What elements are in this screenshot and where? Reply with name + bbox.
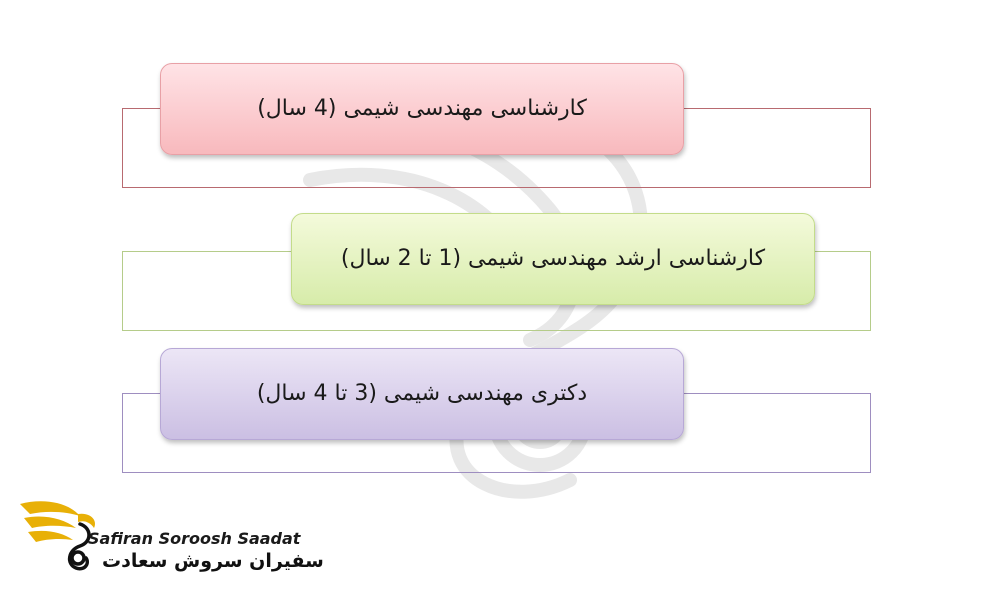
degree-label-master: کارشناسی ارشد مهندسی شیمی (1 تا 2 سال): [340, 246, 766, 271]
degree-card-bachelor: کارشناسی مهندسی شیمی (4 سال): [160, 63, 684, 155]
degree-label-doctorate: دکتری مهندسی شیمی (3 تا 4 سال): [256, 381, 588, 406]
degree-card-master: کارشناسی ارشد مهندسی شیمی (1 تا 2 سال): [291, 213, 815, 305]
company-logo: Safiran Soroosh Saadat سفیران سروش سعادت: [18, 494, 324, 589]
golden-bird-icon: [20, 501, 96, 571]
degree-label-bachelor: کارشناسی مهندسی شیمی (4 سال): [257, 96, 587, 121]
logo-name-persian: سفیران سروش سعادت: [102, 550, 324, 572]
degree-card-doctorate: دکتری مهندسی شیمی (3 تا 4 سال): [160, 348, 684, 440]
logo-name-english: Safiran Soroosh Saadat: [88, 529, 301, 548]
